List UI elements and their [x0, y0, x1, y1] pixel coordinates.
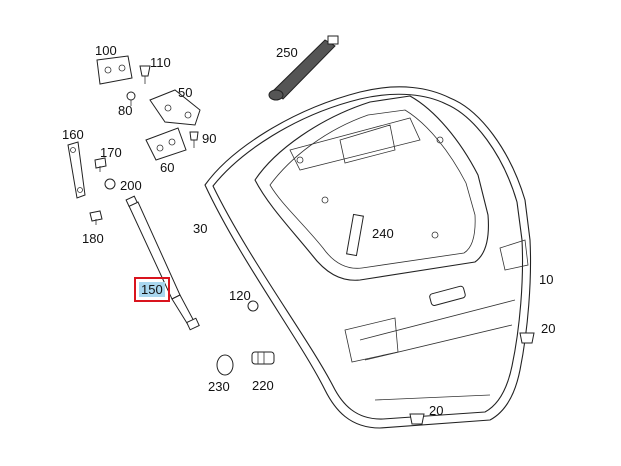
part-80-bolt[interactable] [126, 91, 136, 106]
handle-recess [429, 285, 466, 307]
callout-200[interactable]: 200 [120, 178, 142, 193]
callout-230[interactable]: 230 [208, 379, 230, 394]
part-200-clip[interactable] [104, 178, 116, 190]
part-160-bracket[interactable] [67, 141, 86, 199]
part-150-gas-strut[interactable] [125, 195, 200, 331]
callout-150-highlighted[interactable]: 150 [134, 277, 170, 302]
callout-60[interactable]: 60 [160, 160, 175, 175]
callout-160[interactable]: 160 [62, 127, 84, 142]
part-170-bolt[interactable] [94, 157, 107, 172]
part-50-hinge-arm[interactable] [149, 89, 201, 126]
part-250-handle[interactable] [268, 35, 339, 101]
callout-240[interactable]: 240 [372, 226, 394, 241]
callout-20-right[interactable]: 20 [541, 321, 556, 336]
part-90-bolt[interactable] [189, 131, 199, 148]
part-100-hinge[interactable] [96, 55, 133, 85]
callout-250[interactable]: 250 [276, 45, 298, 60]
callout-100[interactable]: 100 [95, 43, 117, 58]
part-20-bumper-bottom[interactable] [409, 413, 425, 425]
part-230-cap[interactable] [216, 354, 234, 376]
part-110-bolt[interactable] [139, 65, 151, 84]
tailgate-panel[interactable] [204, 86, 532, 429]
part-240-strip [346, 213, 364, 257]
part-120-fastener[interactable] [247, 300, 259, 312]
part-60-bracket[interactable] [145, 127, 187, 161]
callout-120[interactable]: 120 [229, 288, 251, 303]
callout-10[interactable]: 10 [539, 272, 554, 287]
callout-220[interactable]: 220 [252, 378, 274, 393]
callout-30[interactable]: 30 [193, 221, 208, 236]
tailgate-inner-frame [254, 95, 489, 281]
part-180-bolt[interactable] [89, 210, 103, 225]
callout-170[interactable]: 170 [100, 145, 122, 160]
callout-80[interactable]: 80 [118, 103, 133, 118]
callout-50[interactable]: 50 [178, 85, 193, 100]
callout-20-bottom[interactable]: 20 [429, 403, 444, 418]
part-20-bumper-right[interactable] [519, 332, 535, 344]
callout-90[interactable]: 90 [202, 131, 217, 146]
part-220-connector[interactable] [251, 351, 275, 365]
callout-180[interactable]: 180 [82, 231, 104, 246]
callout-110[interactable]: 110 [150, 55, 171, 70]
